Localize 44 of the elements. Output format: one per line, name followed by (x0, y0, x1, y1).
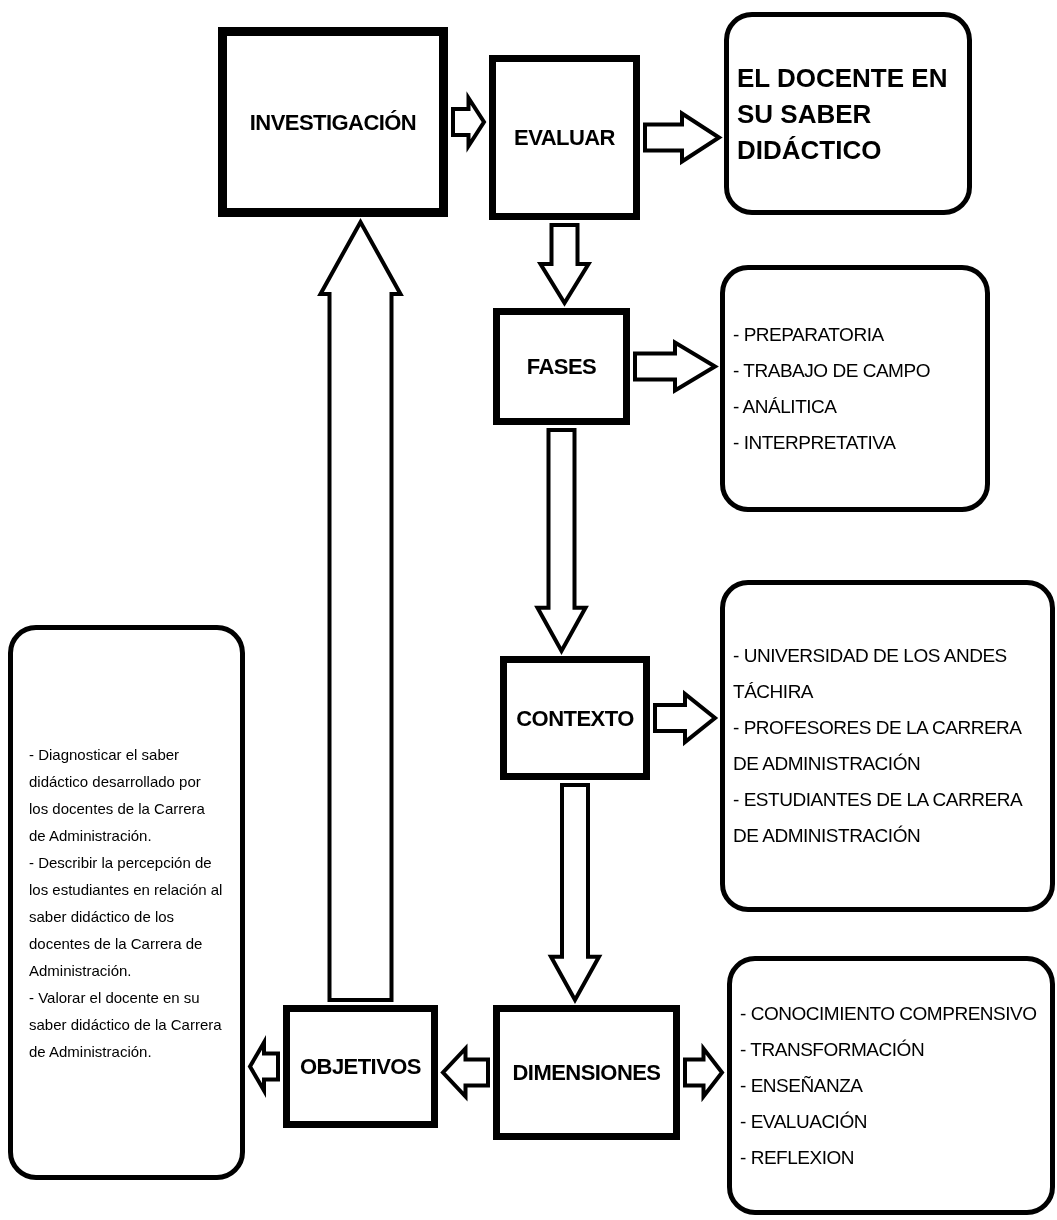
list-item: - Diagnosticar el saber didáctico desarrollado por los docentes de la Carrera de Administración. (29, 744, 206, 846)
process-box (489, 55, 640, 220)
process-box (493, 1005, 680, 1140)
box-title: FASES (526, 353, 597, 381)
process-box (493, 308, 630, 425)
list-item: - REFLEXION (740, 1145, 856, 1170)
rounded-text-box (727, 956, 1055, 1215)
list-item: - INTERPRETATIVA (733, 430, 897, 455)
list-item: - TRANSFORMACIÓN (740, 1037, 926, 1062)
rounded-text-box (720, 265, 990, 512)
list-item: - CONOCIMIENTO COMPRENSIVO (740, 1001, 1038, 1026)
process-box (283, 1005, 438, 1128)
box-title: OBJETIVOS (300, 1053, 421, 1081)
box-title: DIMENSIONES (512, 1059, 661, 1087)
block-arrow (451, 91, 487, 153)
list-item: - ENSEÑANZA (740, 1073, 864, 1098)
list-item: - TRABAJO DE CAMPO (733, 358, 931, 383)
block-arrow (643, 109, 723, 166)
block-arrow (683, 1042, 725, 1103)
list-item: - ESTUDIANTES DE LA CARRERA DE ADMINISTRACIÓN (733, 788, 1023, 848)
rounded-text-box (8, 625, 245, 1180)
block-arrow (633, 338, 719, 395)
box-title: EVALUAR (514, 124, 615, 152)
list-item: - ANÁLITICA (733, 394, 838, 419)
rounded-text-box (720, 580, 1055, 912)
block-arrow (440, 1043, 490, 1102)
block-arrow (317, 217, 404, 1002)
list-item: - PROFESORES DE LA CARRERA DE ADMINISTRACIÓN (733, 716, 1023, 776)
rounded-text-box (724, 12, 972, 215)
list-item: EL DOCENTE EN SU SABER DIDÁCTICO (737, 61, 949, 167)
box-title: INVESTIGACIÓN (249, 108, 417, 137)
block-arrow (653, 689, 719, 747)
block-arrow (536, 223, 593, 307)
list-item: - PREPARATORIA (733, 322, 885, 347)
block-arrow (547, 783, 603, 1005)
block-arrow (534, 428, 589, 656)
list-item: - Valorar el docente en su saber didáctico de la Carrera de Administración. (29, 987, 223, 1062)
block-arrow (247, 1035, 280, 1098)
process-box (500, 656, 650, 780)
list-item: - Describir la percepción de los estudiantes en relación al saber didáctico de los docentes de la Carrera de Administración. (29, 852, 224, 981)
list-item: - EVALUACIÓN (740, 1109, 868, 1134)
list-item: - UNIVERSIDAD DE LOS ANDES TÁCHIRA (733, 644, 1008, 704)
box-title: CONTEXTO (516, 704, 634, 733)
process-box (218, 27, 448, 217)
